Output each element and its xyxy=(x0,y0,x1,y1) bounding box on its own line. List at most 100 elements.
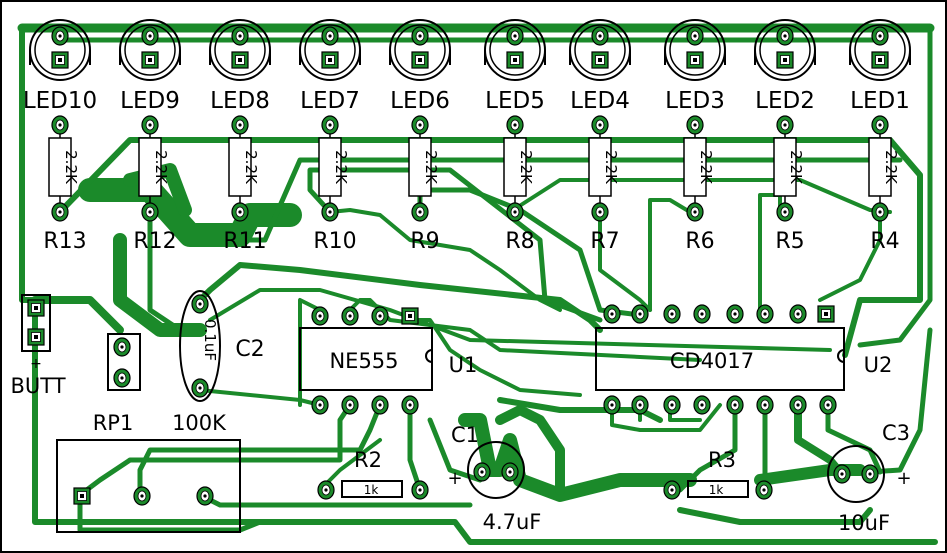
u1-pin xyxy=(311,306,329,326)
r3-pad-2 xyxy=(755,480,773,500)
r2-body xyxy=(341,480,403,498)
led-pad-anode xyxy=(51,26,69,46)
resistor-pad xyxy=(591,115,609,135)
resistor-pad xyxy=(51,202,69,222)
resistor-pad xyxy=(51,115,69,135)
led-pad-cathode xyxy=(686,51,704,69)
r2-pad-1 xyxy=(317,480,335,500)
c3-ref-label: C3 xyxy=(882,421,910,445)
resistor-pad xyxy=(231,115,249,135)
u1-pin xyxy=(371,306,389,326)
led-pad-cathode xyxy=(411,51,429,69)
u1-pin xyxy=(311,395,329,415)
rp1-pad-2 xyxy=(133,486,151,506)
resistor-value-label: 2.2K xyxy=(242,150,260,185)
resistor-pad xyxy=(686,115,704,135)
rp1-pad-1 xyxy=(73,487,91,505)
resistor-value-label: 2.2K xyxy=(62,150,80,185)
resistor-value-label: 2.2K xyxy=(882,150,900,185)
u2-pin-1 xyxy=(817,305,835,323)
resistor-value-label: 2.2K xyxy=(517,150,535,185)
u2-pin xyxy=(631,395,649,415)
r2-value-label: 1k xyxy=(364,483,379,497)
u1-pin-1 xyxy=(401,307,419,325)
resistor-ref-label: R9 xyxy=(410,229,439,254)
u2-ref-label: U2 xyxy=(864,353,893,377)
resistor-value-label: 2.2K xyxy=(697,150,715,185)
u2-pin xyxy=(663,304,681,324)
resistor-pad xyxy=(776,202,794,222)
resistor-ref-label: R12 xyxy=(133,229,176,254)
led-pad-anode xyxy=(686,26,704,46)
c2-pad-1 xyxy=(191,294,209,314)
resistor-pad xyxy=(776,115,794,135)
resistor-value-label: 2.2K xyxy=(787,150,805,185)
resistor-pad xyxy=(141,202,159,222)
led-pad-cathode xyxy=(51,51,69,69)
resistor-pad xyxy=(591,202,609,222)
r3-pad-1 xyxy=(663,480,681,500)
led-pad-cathode xyxy=(506,51,524,69)
resistor-pad xyxy=(686,202,704,222)
u2-pin xyxy=(819,395,837,415)
rp1-pad-3 xyxy=(196,486,214,506)
u1-pin xyxy=(341,306,359,326)
resistor-pad xyxy=(506,115,524,135)
led-ref-label: LED6 xyxy=(390,88,450,114)
resistor-pad xyxy=(321,202,339,222)
c2-value-label: 0.1uF xyxy=(201,319,219,361)
u2-outline xyxy=(595,327,845,391)
resistor-ref-label: R7 xyxy=(590,229,619,254)
led-ref-label: LED2 xyxy=(755,88,815,114)
u2-pin xyxy=(693,395,711,415)
jumper-pad-2 xyxy=(113,368,131,388)
c3-pad-minus xyxy=(833,464,851,484)
led-pad-cathode xyxy=(231,51,249,69)
resistor-ref-label: R13 xyxy=(43,229,86,254)
resistor-ref-label: R5 xyxy=(775,229,804,254)
u2-pin xyxy=(756,304,774,324)
r2-pad-2 xyxy=(411,480,429,500)
jumper-pad-1 xyxy=(113,337,131,357)
resistor-value-label: 2.2K xyxy=(152,150,170,185)
led-ref-label: LED5 xyxy=(485,88,545,114)
butt-plus-mark: + xyxy=(30,356,42,372)
u2-pin xyxy=(726,304,744,324)
led-pad-anode xyxy=(776,26,794,46)
resistor-value-label: 2.2K xyxy=(332,150,350,185)
led-ref-label: LED10 xyxy=(23,88,97,114)
led-pad-anode xyxy=(231,26,249,46)
u2-pin xyxy=(631,304,649,324)
resistor-pad xyxy=(506,202,524,222)
led-pad-anode xyxy=(321,26,339,46)
led-pad-cathode xyxy=(871,51,889,69)
resistor-ref-label: R8 xyxy=(505,229,534,254)
led-pad-anode xyxy=(591,26,609,46)
led-ref-label: LED8 xyxy=(210,88,270,114)
led-ref-label: LED3 xyxy=(665,88,725,114)
r2-ref-label: R2 xyxy=(354,448,382,472)
resistor-pad xyxy=(411,202,429,222)
led-pad-anode xyxy=(411,26,429,46)
rp1-ref-label: RP1 xyxy=(93,411,134,435)
butt-label: BUTT xyxy=(10,374,65,398)
rp1-value-label: 100K xyxy=(172,411,227,435)
pads xyxy=(27,26,889,506)
u1-ref-label: U1 xyxy=(449,353,478,377)
resistor-ref-label: R10 xyxy=(313,229,356,254)
u1-pin xyxy=(401,395,419,415)
c1-value-label: 4.7uF xyxy=(483,510,542,534)
led-ref-label: LED4 xyxy=(570,88,630,114)
led-pad-anode xyxy=(871,26,889,46)
c1-ref-label: C1 xyxy=(451,423,479,447)
resistor-pad xyxy=(871,202,889,222)
led-pad-cathode xyxy=(776,51,794,69)
resistor-value-label: 2.2K xyxy=(602,150,620,185)
c3-pad-plus xyxy=(861,464,879,484)
resistor-ref-label: R11 xyxy=(223,229,266,254)
c2-ref-label: C2 xyxy=(235,337,264,362)
c1-plus-mark: + xyxy=(447,468,462,489)
jumper-outline xyxy=(107,333,141,391)
copper-traces xyxy=(17,23,938,545)
